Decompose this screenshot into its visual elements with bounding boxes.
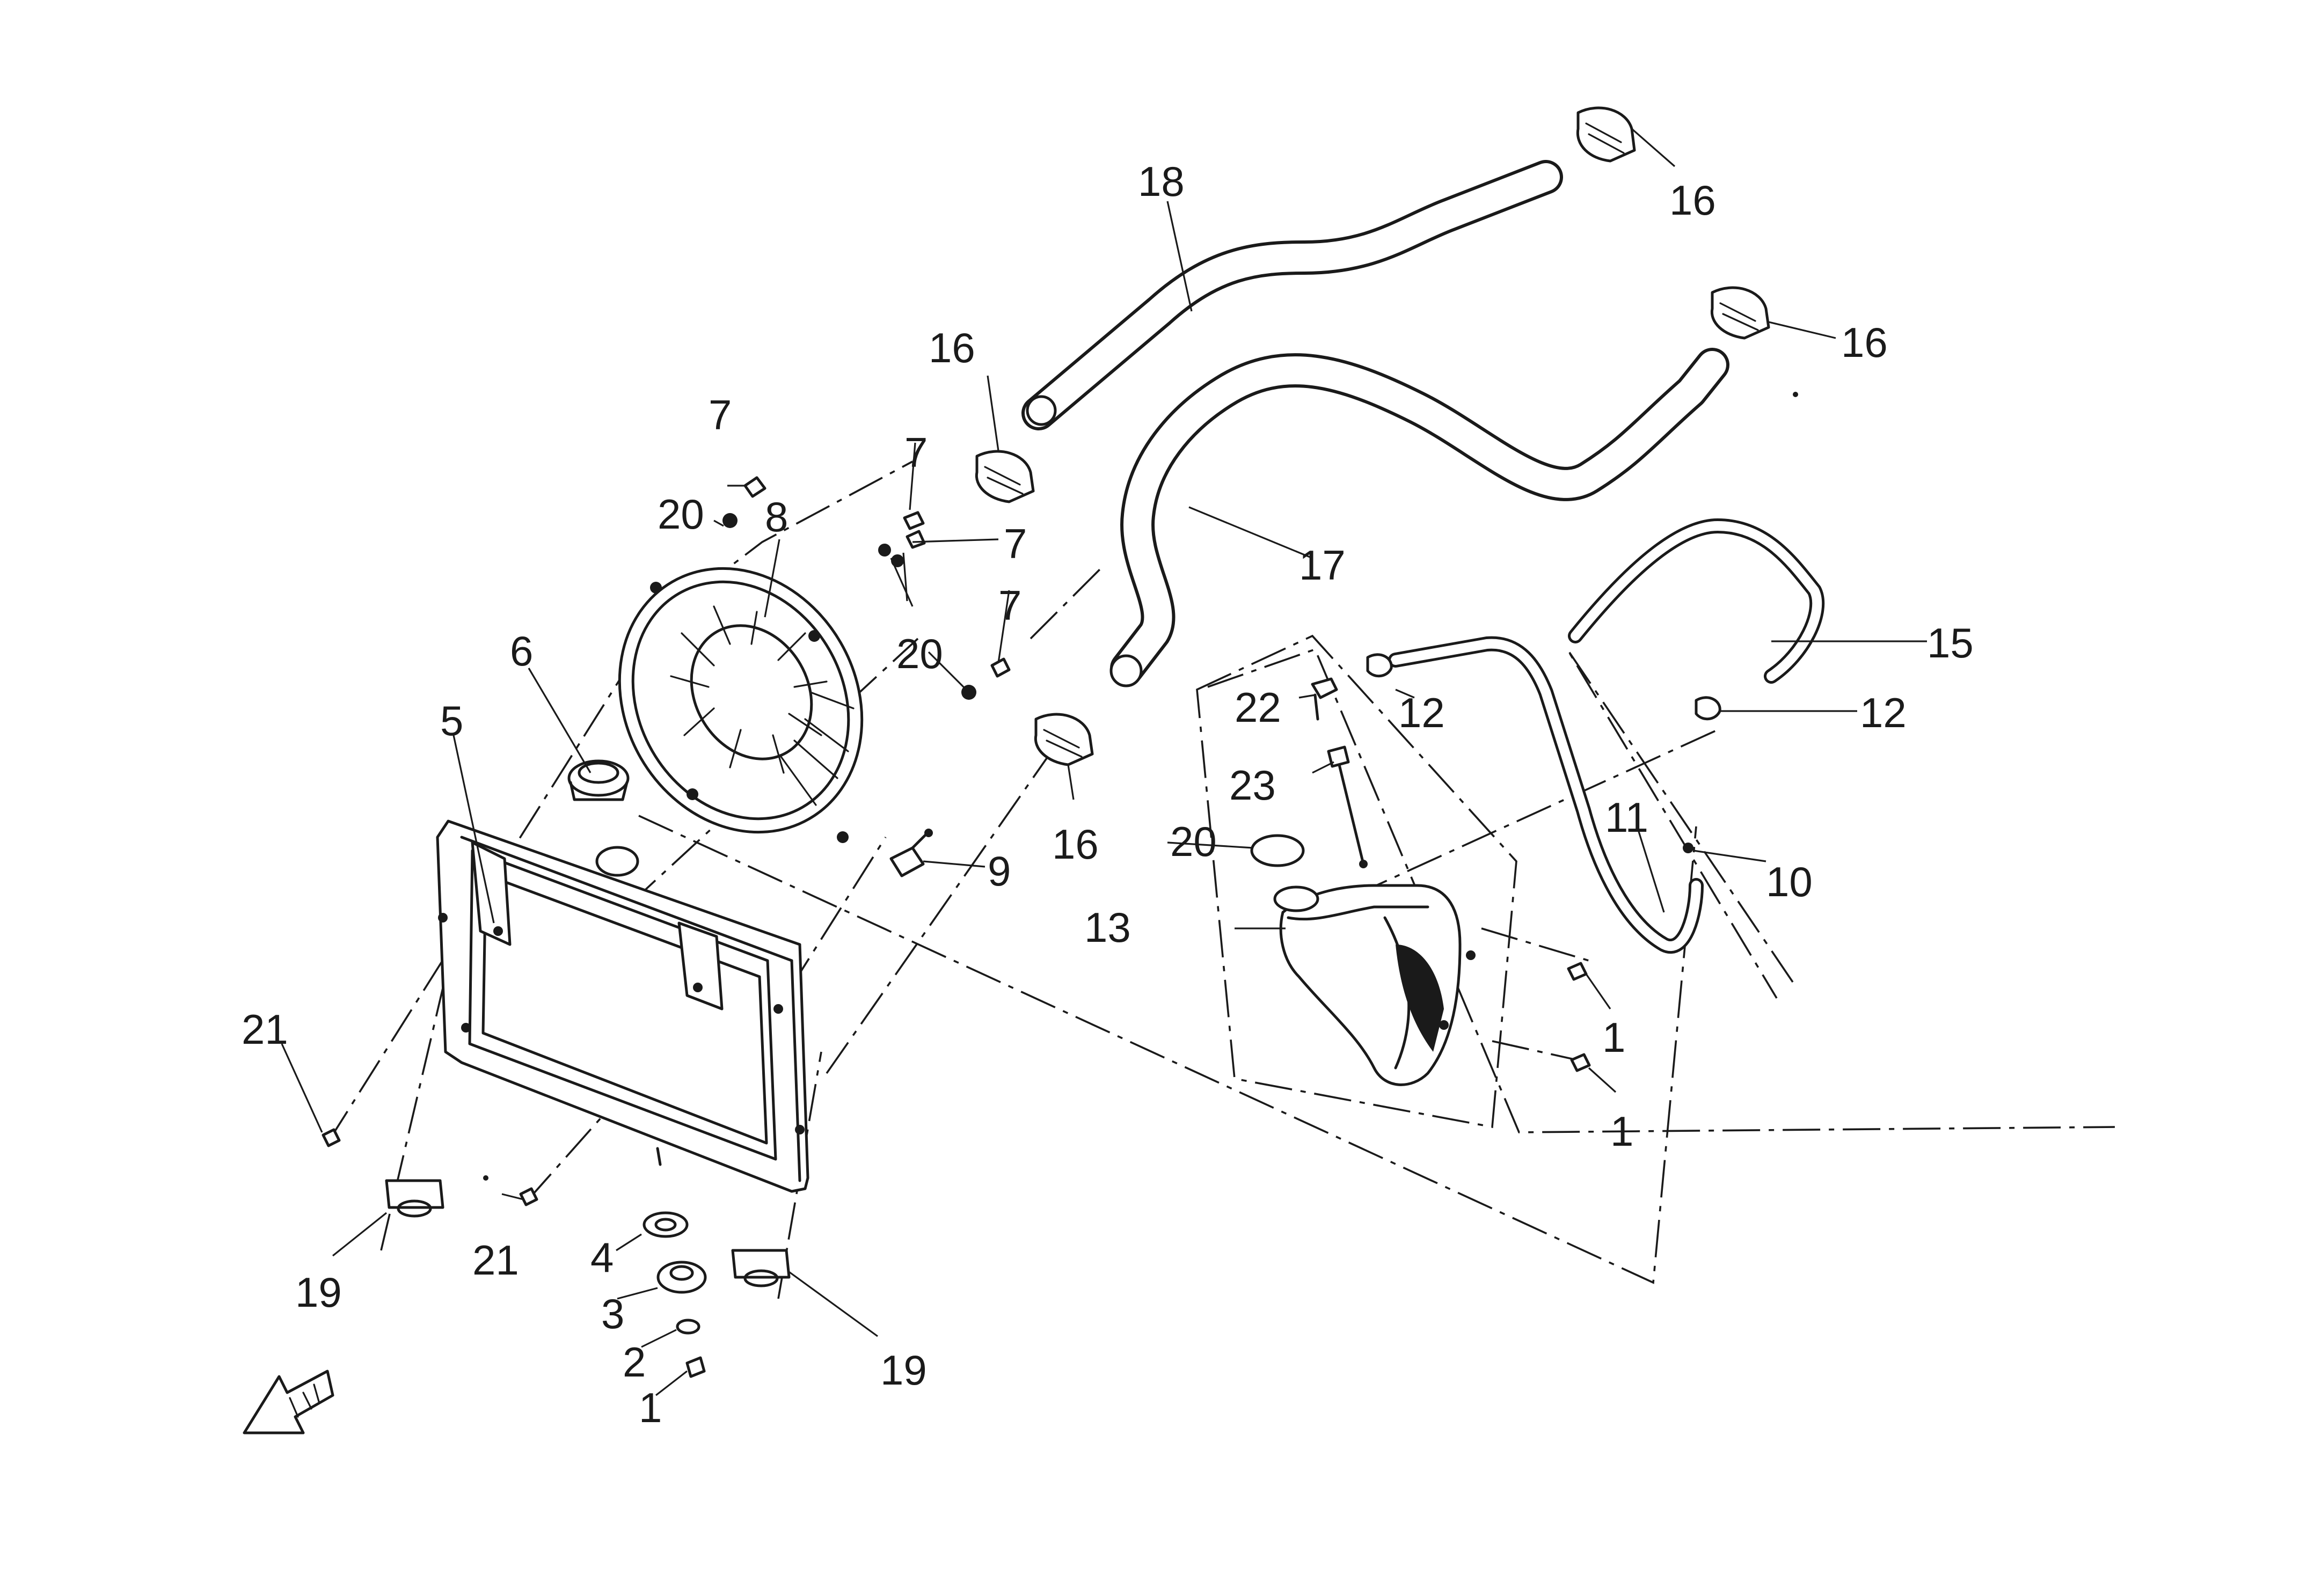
cooling-fan <box>618 567 864 843</box>
callout-2: 2 <box>623 1338 646 1386</box>
breather-tube <box>1568 518 1825 684</box>
callout-3: 3 <box>601 1290 624 1337</box>
radiator <box>436 819 809 1193</box>
callout-5: 5 <box>440 697 463 744</box>
upper-radiator-hose <box>1021 160 1563 430</box>
hose-clamp-2 <box>1710 286 1770 340</box>
leader-lines <box>281 128 1927 1396</box>
rubber-mount-2 <box>731 1249 791 1287</box>
callout-1: 1 <box>639 1384 662 1431</box>
callout-15: 15 <box>1927 619 1974 667</box>
hose-fitting <box>1311 677 1338 721</box>
callout-22: 22 <box>1235 684 1281 731</box>
callout-19: 19 <box>295 1269 342 1316</box>
front-direction-arrow-icon <box>243 1370 334 1434</box>
callout-1: 1 <box>1610 1108 1633 1155</box>
coolant-reservoir <box>1273 884 1476 1086</box>
callout-4: 4 <box>590 1234 614 1281</box>
callouts: 5 6 7 20 8 7 7 7 20 16 16 9 18 16 16 17 … <box>242 158 1974 1431</box>
callout-1: 1 <box>1602 1014 1625 1061</box>
callout-8: 8 <box>765 493 788 540</box>
callout-23: 23 <box>1229 762 1276 809</box>
hose-clamp-4 <box>1034 713 1094 766</box>
callout-11: 11 <box>1605 794 1648 841</box>
reservoir-group-outline <box>1196 634 1517 1129</box>
fan-switch <box>889 829 933 877</box>
hose-clamp-3 <box>975 450 1035 503</box>
callout-16: 16 <box>929 324 975 371</box>
callout-6: 6 <box>510 627 533 675</box>
callout-20: 20 <box>1170 818 1217 865</box>
lower-radiator-hose <box>1109 348 1729 687</box>
callout-17: 17 <box>1299 541 1346 589</box>
radiator-cap <box>567 759 630 801</box>
callout-19: 19 <box>880 1346 927 1394</box>
callout-21: 21 <box>242 1006 288 1053</box>
callout-9: 9 <box>988 847 1011 895</box>
callout-20: 20 <box>896 630 943 677</box>
callout-7: 7 <box>1004 520 1027 567</box>
callout-13: 13 <box>1084 904 1131 951</box>
callout-21: 21 <box>472 1236 519 1284</box>
callout-7: 7 <box>904 429 928 476</box>
callout-7: 7 <box>998 582 1021 629</box>
tube-clip-1 <box>1366 653 1393 677</box>
callout-18: 18 <box>1138 158 1185 205</box>
fasteners <box>322 392 1798 1378</box>
callout-12: 12 <box>1398 689 1445 736</box>
callout-16: 16 <box>1841 319 1888 366</box>
callout-20: 20 <box>658 490 704 538</box>
reservoir-cap <box>1250 834 1305 867</box>
overflow-tube <box>1388 636 1704 954</box>
callout-12: 12 <box>1860 689 1907 736</box>
hose-clamp-1 <box>1576 106 1636 163</box>
callout-16: 16 <box>1669 177 1716 224</box>
rubber-mount-1 <box>385 1179 444 1218</box>
callout-16: 16 <box>1052 821 1099 868</box>
callout-7: 7 <box>709 391 732 438</box>
level-sensor <box>1327 745 1368 868</box>
callout-10: 10 <box>1766 858 1813 905</box>
tube-clip-2 <box>1695 696 1721 720</box>
